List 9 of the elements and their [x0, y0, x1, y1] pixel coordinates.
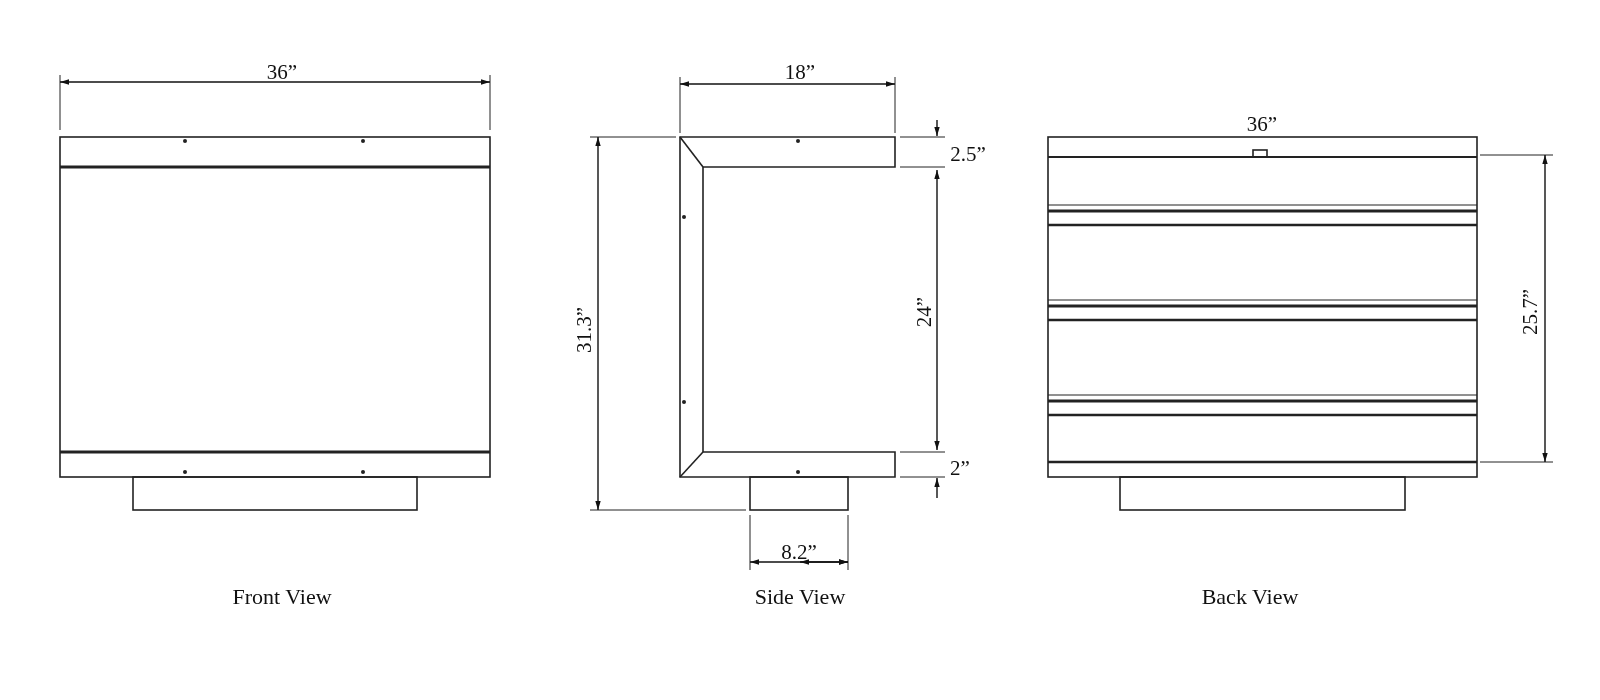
view-caption: Front View: [232, 586, 332, 608]
dimension-label: 2”: [950, 457, 970, 479]
dimension-label: 18”: [784, 61, 816, 83]
dimension-label: 8.2”: [781, 541, 817, 563]
dimension-label: 36”: [266, 61, 298, 83]
dimension-label: 2.5”: [950, 143, 986, 165]
view-caption: Side View: [754, 586, 846, 608]
dimension-label: 36”: [1246, 113, 1278, 135]
view-caption: Back View: [1201, 586, 1299, 608]
